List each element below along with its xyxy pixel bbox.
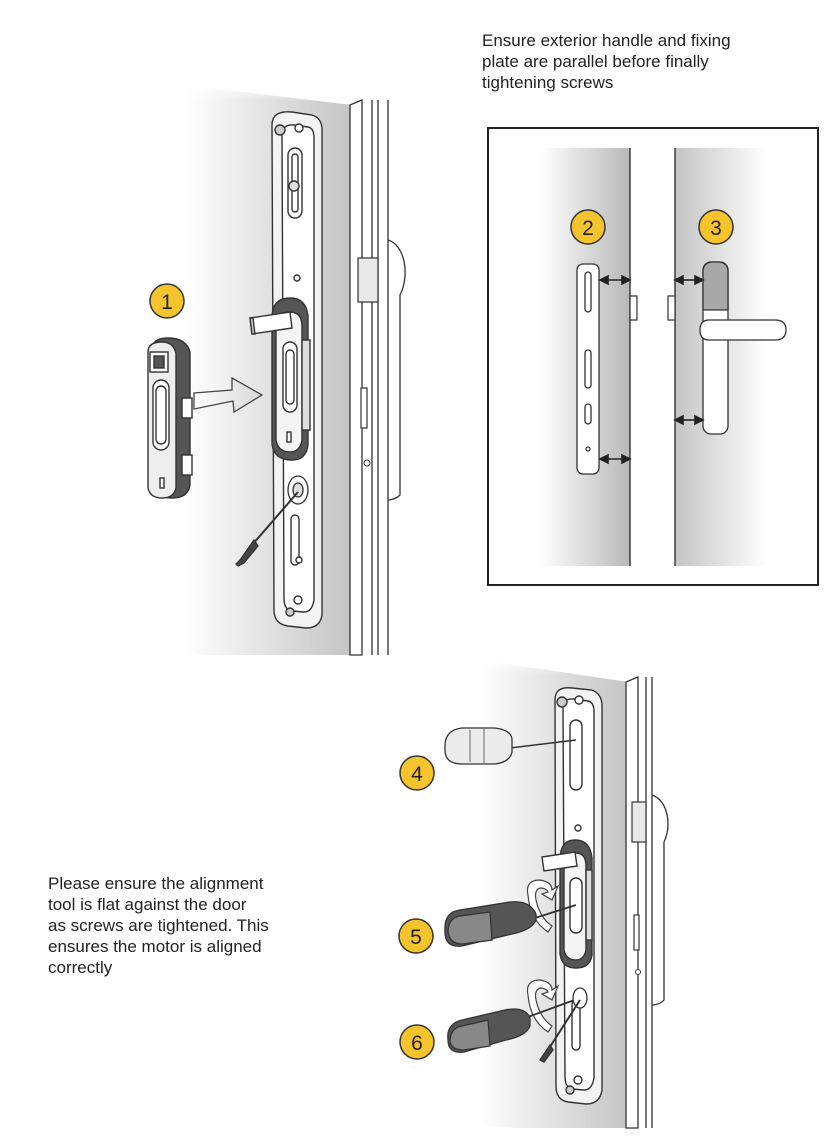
gap-arrows bbox=[598, 274, 705, 465]
exterior-rose bbox=[147, 337, 193, 499]
screwdriver-step-6 bbox=[447, 987, 588, 1063]
bottom-door-scene bbox=[444, 660, 669, 1129]
svg-text:1: 1 bbox=[161, 291, 173, 314]
alignment-tool-note: Please ensure the alignment tool is flat… bbox=[48, 874, 269, 977]
step-badge-3: 3 bbox=[698, 209, 734, 245]
screwdriver-step-4 bbox=[444, 727, 577, 765]
svg-text:4: 4 bbox=[411, 763, 423, 786]
step-badge-2: 2 bbox=[570, 209, 606, 245]
svg-text:5: 5 bbox=[410, 926, 422, 949]
top-door-scene bbox=[147, 85, 406, 656]
interior-handle-edge bbox=[387, 239, 406, 501]
keep-block bbox=[357, 257, 379, 303]
svg-text:3: 3 bbox=[710, 217, 722, 240]
direction-arrow bbox=[193, 376, 264, 414]
parallel-alignment-note: Ensure exterior handle and fixing plate … bbox=[482, 31, 731, 92]
top-screwdriver bbox=[235, 475, 309, 567]
inset-exterior-handle bbox=[699, 261, 787, 435]
inset-frame bbox=[487, 127, 819, 586]
rotation-arrows bbox=[526, 879, 560, 1033]
inset-fixing-plate bbox=[576, 263, 600, 475]
screwdriver-step-5 bbox=[444, 901, 577, 947]
svg-text:6: 6 bbox=[411, 1032, 423, 1055]
door-face bbox=[185, 85, 352, 655]
bottom-door-edge bbox=[625, 676, 653, 1129]
mounted-rose bbox=[249, 297, 311, 461]
svg-text:2: 2 bbox=[582, 217, 594, 240]
step-badge-4: 4 bbox=[399, 755, 435, 791]
step-badge-5: 5 bbox=[398, 918, 434, 954]
step-badge-1: 1 bbox=[149, 283, 185, 319]
step-badge-6: 6 bbox=[399, 1024, 435, 1060]
alignment-inset bbox=[487, 127, 819, 586]
door-edge bbox=[349, 99, 389, 656]
